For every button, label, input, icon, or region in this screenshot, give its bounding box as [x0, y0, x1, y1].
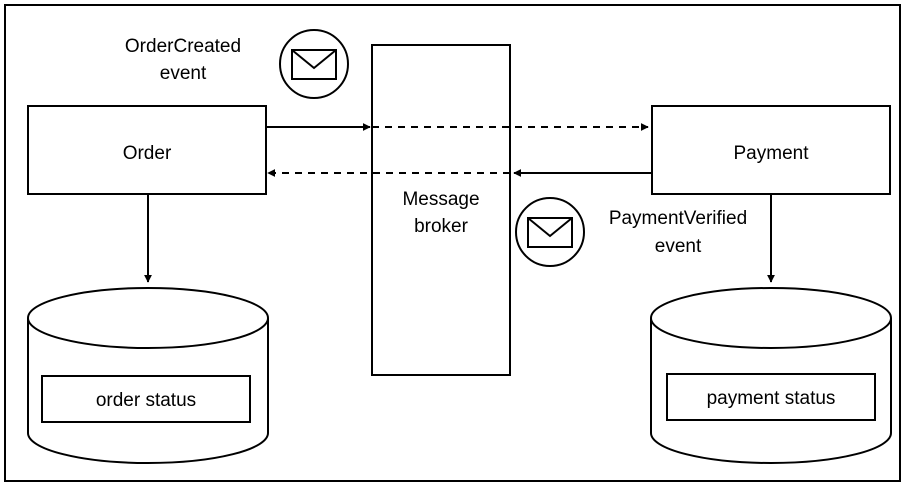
message-broker-label-line2: broker [414, 216, 469, 237]
payment-service: Payment [651, 105, 891, 195]
order-created-event-line2: event [160, 63, 207, 84]
envelope-icon [515, 197, 585, 267]
order-created-event-line1: OrderCreated [125, 36, 241, 57]
order-database: order status [27, 287, 269, 464]
payment-status-field [666, 373, 876, 421]
payment-database: payment status [650, 287, 892, 464]
order-service-label: Order [123, 143, 172, 164]
payment-verified-event-line1: PaymentVerified [609, 208, 747, 229]
envelope-icon [279, 29, 349, 99]
order-service: Order [27, 105, 267, 195]
payment-status-label: payment status [707, 388, 836, 409]
payment-verified-event-line2: event [655, 236, 702, 257]
payment-verified-event: PaymentVerified event [515, 197, 747, 267]
message-broker-label-line1: Message [402, 189, 479, 210]
order-status-label: order status [96, 390, 196, 411]
order-created-event: OrderCreated event [125, 29, 349, 99]
order-status-field [41, 375, 251, 423]
payment-service-label: Payment [734, 143, 810, 164]
message-broker: Message broker [371, 44, 511, 376]
